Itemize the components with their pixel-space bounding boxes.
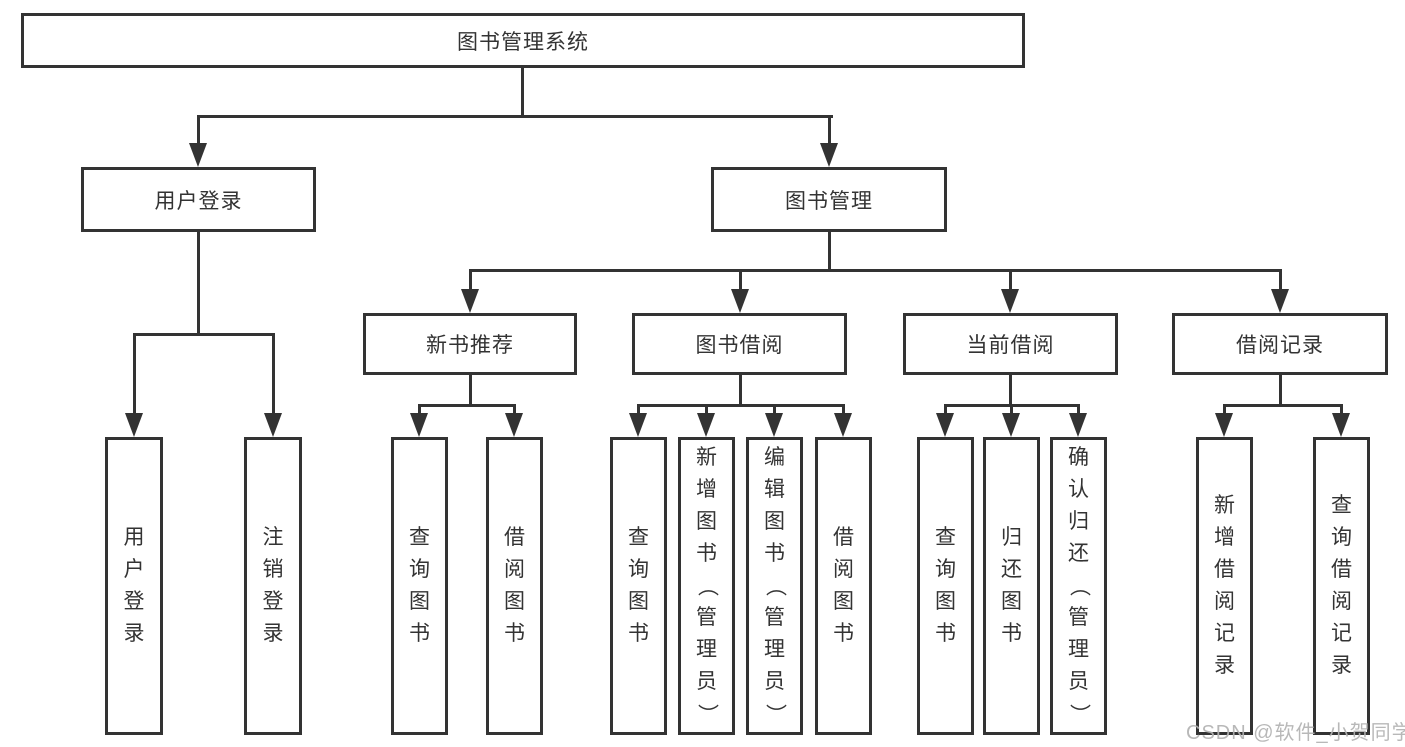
leaf-edit-books-admin: 编辑图书（管理员） (746, 437, 803, 735)
connector-line (133, 333, 136, 415)
connector-arrowhead (936, 413, 954, 437)
node-current-borrow: 当前借阅 (903, 313, 1118, 375)
connector-line (513, 404, 516, 417)
node-root-system: 图书管理系统 (21, 13, 1025, 68)
connector-line (1279, 375, 1282, 407)
node-book-management: 图书管理 (711, 167, 947, 232)
connector-arrowhead (1002, 413, 1020, 437)
connector-arrowhead (1271, 289, 1289, 313)
connector-arrowhead (1215, 413, 1233, 437)
connector-line (828, 115, 831, 145)
connector-line (1077, 404, 1080, 417)
connector-line (1009, 375, 1012, 407)
node-book-borrow: 图书借阅 (632, 313, 847, 375)
leaf-confirm-return-admin: 确认归还（管理员） (1050, 437, 1107, 735)
connector-line (705, 404, 708, 417)
leaf-add-books-admin: 新增图书（管理员） (678, 437, 735, 735)
leaf-add-borrow-record: 新增借阅记录 (1196, 437, 1253, 735)
connector-line (1340, 404, 1343, 417)
leaf-borrow-books: 借阅图书 (815, 437, 872, 735)
connector-line (521, 68, 524, 118)
connector-arrowhead (731, 289, 749, 313)
connector-arrowhead (1332, 413, 1350, 437)
connector-line (418, 404, 421, 417)
connector-arrowhead (264, 413, 282, 437)
connector-arrowhead (834, 413, 852, 437)
leaf-query-borrow-record: 查询借阅记录 (1313, 437, 1370, 735)
connector-line (133, 333, 275, 336)
connector-line (469, 269, 472, 291)
connector-line (828, 232, 831, 272)
leaf-query-books-borrow: 查询图书 (610, 437, 667, 735)
connector-line (1009, 269, 1012, 291)
connector-line (637, 404, 640, 417)
leaf-borrow-books-recommend: 借阅图书 (486, 437, 543, 735)
leaf-logout: 注销登录 (244, 437, 302, 735)
node-user-login: 用户登录 (81, 167, 316, 232)
connector-line (739, 269, 742, 291)
connector-arrowhead (125, 413, 143, 437)
leaf-query-books-current: 查询图书 (917, 437, 974, 735)
connector-arrowhead (1069, 413, 1087, 437)
connector-line (1223, 404, 1226, 417)
leaf-user-login: 用户登录 (105, 437, 163, 735)
connector-arrowhead (820, 143, 838, 167)
connector-line (197, 115, 833, 118)
connector-line (1279, 269, 1282, 291)
connector-line (469, 375, 472, 407)
leaf-query-books-recommend: 查询图书 (391, 437, 448, 735)
connector-line (739, 375, 742, 407)
connector-line (272, 333, 275, 415)
node-new-book-recommend: 新书推荐 (363, 313, 577, 375)
connector-line (197, 232, 200, 335)
connector-arrowhead (505, 413, 523, 437)
connector-line (1010, 404, 1013, 417)
connector-line (469, 269, 1282, 272)
connector-line (944, 404, 947, 417)
watermark: CSDN @软件_小贺同学 (1186, 722, 1405, 744)
connector-line (773, 404, 776, 417)
connector-arrowhead (461, 289, 479, 313)
connector-arrowhead (629, 413, 647, 437)
connector-arrowhead (410, 413, 428, 437)
connector-arrowhead (697, 413, 715, 437)
connector-line (842, 404, 845, 417)
connector-arrowhead (765, 413, 783, 437)
connector-line (1223, 404, 1343, 407)
leaf-return-books: 归还图书 (983, 437, 1040, 735)
connector-line (637, 404, 845, 407)
connector-arrowhead (1001, 289, 1019, 313)
connector-line (418, 404, 516, 407)
connector-arrowhead (189, 143, 207, 167)
connector-line (197, 115, 200, 145)
node-borrow-records: 借阅记录 (1172, 313, 1388, 375)
